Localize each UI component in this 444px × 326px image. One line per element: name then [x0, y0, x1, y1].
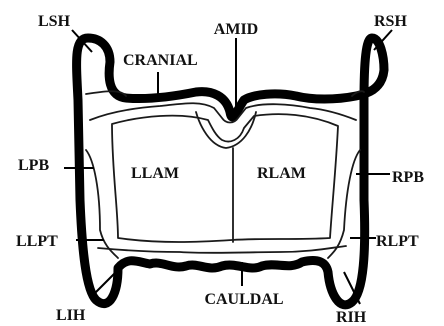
label-lsh: LSH	[38, 13, 71, 30]
label-rlam: RLAM	[257, 165, 306, 182]
label-amid: AMID	[214, 21, 258, 38]
label-rpb: RPB	[392, 169, 424, 186]
label-lih: LIH	[56, 307, 86, 324]
inner-outline-inferior	[98, 246, 346, 253]
label-rsh: RSH	[374, 13, 407, 30]
label-llam: LLAM	[131, 165, 179, 182]
label-lpb: LPB	[18, 157, 49, 174]
outer-outline	[77, 38, 384, 305]
label-cauldal: CAULDAL	[204, 291, 283, 308]
label-cranial: CRANIAL	[123, 52, 198, 69]
label-llpt: LLPT	[16, 233, 58, 250]
label-rlpt: RLPT	[376, 233, 419, 250]
label-rih: RIH	[336, 309, 367, 326]
spinous-notch	[196, 112, 256, 148]
